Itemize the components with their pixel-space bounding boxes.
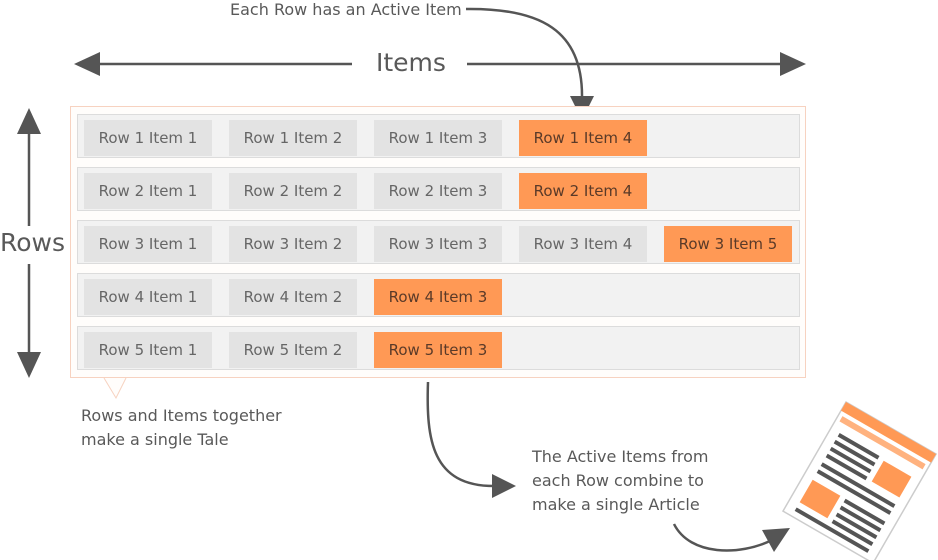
item: Row 5 Item 2: [229, 332, 357, 368]
items-axis-label: Items: [376, 48, 446, 77]
active-item: Row 3 Item 5: [664, 226, 792, 262]
item: Row 3 Item 2: [229, 226, 357, 262]
tale-bubble-tail: [103, 377, 127, 400]
item: Row 3 Item 3: [374, 226, 502, 262]
item: Row 2 Item 1: [84, 173, 212, 209]
item: Row 5 Item 1: [84, 332, 212, 368]
rows-axis-label: Rows: [0, 228, 66, 257]
tale-caption-line: make a single Tale: [81, 430, 229, 449]
active-item: Row 5 Item 3: [374, 332, 502, 368]
row-2: Row 2 Item 1 Row 2 Item 2 Row 2 Item 3 Row …: [77, 167, 800, 211]
item: Row 3 Item 4: [519, 226, 647, 262]
item: Row 3 Item 1: [84, 226, 212, 262]
active-item: Row 4 Item 3: [374, 279, 502, 315]
tale-caption: Rows and Items together make a single Ta…: [81, 404, 282, 452]
row-1: Row 1 Item 1 Row 1 Item 2 Row 1 Item 3 Row …: [77, 114, 800, 158]
rows-axis-arrow: [17, 108, 41, 378]
item: Row 4 Item 1: [84, 279, 212, 315]
items-axis-arrow: [74, 52, 806, 76]
active-item-annotation: Each Row has an Active Item: [230, 0, 462, 19]
article-caption: The Active Items from each Row combine t…: [532, 445, 709, 517]
article-caption-line: make a single Article: [532, 495, 700, 514]
article-caption-line: The Active Items from: [532, 447, 709, 466]
item: Row 1 Item 1: [84, 120, 212, 156]
article-document-icon: [781, 400, 938, 560]
row-3: Row 3 Item 1 Row 3 Item 2 Row 3 Item 3 Row …: [77, 220, 800, 264]
active-item: Row 2 Item 4: [519, 173, 647, 209]
item: Row 4 Item 2: [229, 279, 357, 315]
tale-caption-line: Rows and Items together: [81, 406, 282, 425]
row-4: Row 4 Item 1 Row 4 Item 2 Row 4 Item 3: [77, 273, 800, 317]
item: Row 1 Item 3: [374, 120, 502, 156]
combine-arrow: [426, 381, 516, 498]
item: Row 1 Item 2: [229, 120, 357, 156]
active-item: Row 1 Item 4: [519, 120, 647, 156]
item: Row 2 Item 3: [374, 173, 502, 209]
row-5: Row 5 Item 1 Row 5 Item 2 Row 5 Item 3: [77, 326, 800, 370]
article-pointer-arrow: [672, 523, 790, 552]
article-caption-line: each Row combine to: [532, 471, 704, 490]
item: Row 2 Item 2: [229, 173, 357, 209]
